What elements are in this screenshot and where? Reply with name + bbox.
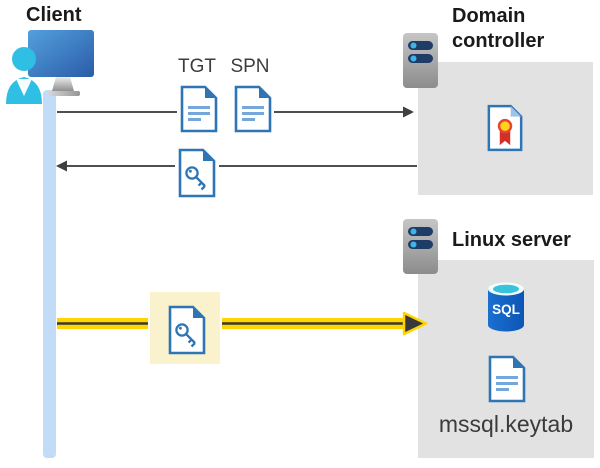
person-icon [6, 47, 42, 104]
request-arrow [57, 106, 414, 118]
linux-server-icon [403, 219, 438, 274]
sql-text: SQL [492, 302, 520, 317]
sql-connection-arrow [57, 311, 428, 336]
rosette [497, 118, 513, 134]
keytab-document-icon [488, 355, 526, 403]
key-file-icon-highlighted [168, 305, 206, 355]
key-glyph [175, 323, 196, 348]
client-timeline-bar [43, 90, 56, 458]
certificate-icon [487, 104, 523, 152]
monitor-stand [52, 77, 74, 91]
domain-controller-server-icon [403, 33, 438, 88]
spn-document-icon [234, 85, 272, 133]
monitor-icon [28, 30, 94, 77]
key-file-icon [178, 148, 216, 198]
tgt-document-icon [180, 85, 218, 133]
sql-database-icon: SQL [488, 282, 524, 332]
keytab-label: mssql.keytab [438, 411, 574, 437]
response-arrow [56, 160, 417, 172]
spn-label: SPN [230, 56, 270, 77]
domain-controller-label: Domain controller [452, 5, 545, 52]
ribbon [499, 130, 511, 146]
client-label: Client [26, 4, 82, 26]
tgt-label: TGT [178, 56, 216, 77]
key-glyph [185, 166, 206, 191]
monitor-base [48, 91, 80, 96]
linux-server-label: Linux server [452, 229, 571, 251]
client-workstation-icon [6, 30, 94, 104]
